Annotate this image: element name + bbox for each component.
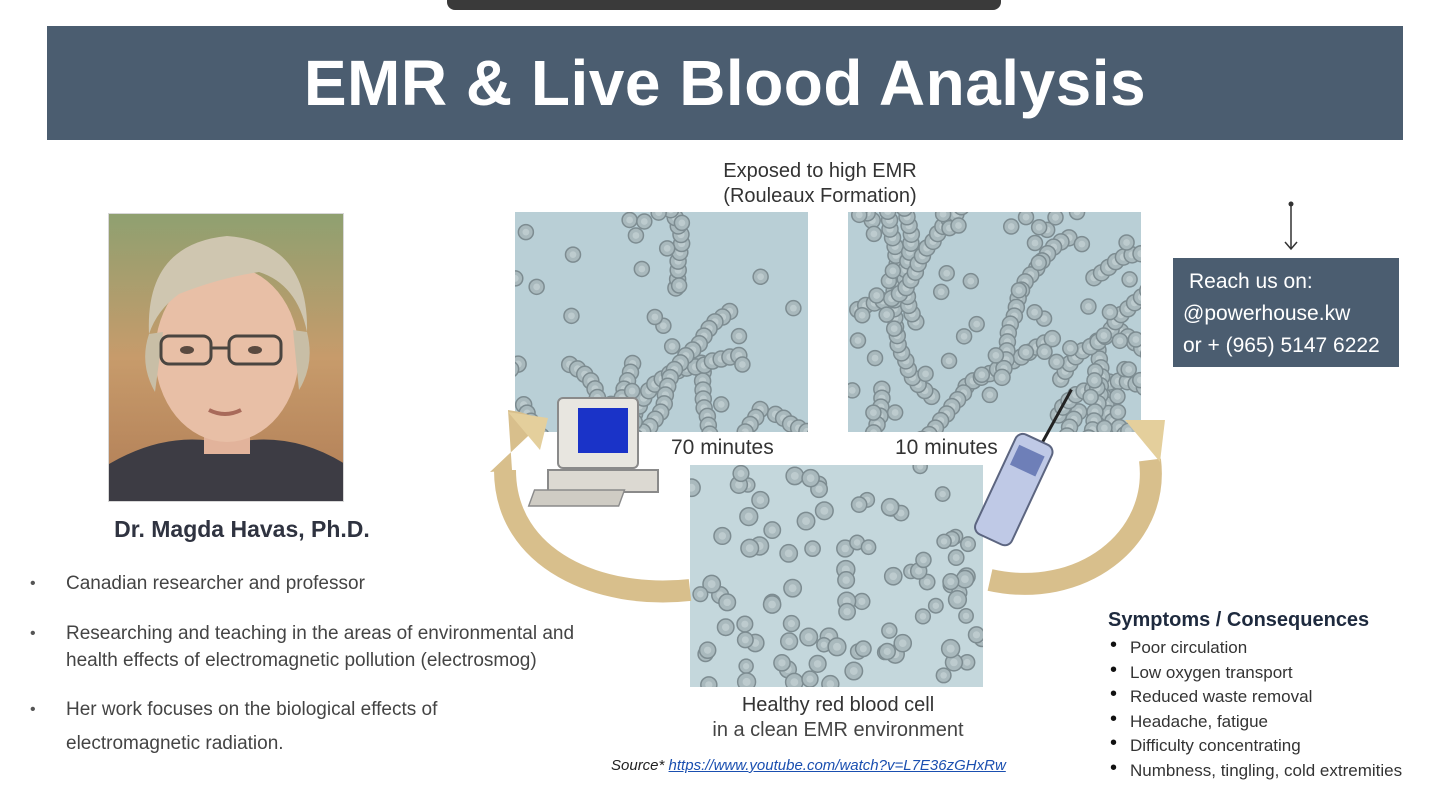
healthy-caption: Healthy red blood cell in a clean EMR en… — [712, 694, 964, 741]
curved-arrow-right-icon — [987, 420, 1165, 595]
screen-share-bar — [447, 0, 1001, 10]
time-label-right: 10 minutes — [891, 436, 1002, 460]
exposed-caption: Exposed to high EMR (Rouleaux Formation) — [723, 160, 917, 207]
curved-arrow-left-icon — [490, 410, 692, 603]
symptom-item: Low oxygen transport — [1108, 658, 1443, 686]
source-citation: Source* https://www.youtube.com/watch?v=… — [611, 757, 1006, 774]
symptoms-list: Poor circulation Low oxygen transport Re… — [1108, 633, 1443, 784]
symptom-item: Poor circulation — [1108, 633, 1443, 661]
source-link[interactable]: https://www.youtube.com/watch?v=L7E36zGH… — [668, 757, 1006, 774]
contact-phone: or + (965) 5147 6222 — [1183, 334, 1380, 357]
title-banner: EMR & Live Blood Analysis — [47, 26, 1403, 140]
bullet-item: Canadian researcher and professor — [30, 570, 610, 597]
portrait-photo — [108, 213, 344, 502]
time-label-left: 70 minutes — [667, 436, 778, 460]
bullet-item: Her work focuses on the biological effec… — [30, 693, 526, 761]
contact-handle: @powerhouse.kw — [1183, 302, 1351, 325]
symptoms-section: Symptoms / Consequences Poor circulation… — [1108, 609, 1443, 783]
down-arrow-icon — [1284, 201, 1298, 251]
micrograph-healthy — [690, 465, 983, 687]
bullet-item: Researching and teaching in the areas of… — [30, 620, 606, 674]
person-name: Dr. Magda Havas, Ph.D. — [114, 516, 370, 542]
symptom-item: Difficulty concentrating — [1108, 731, 1443, 759]
micrograph-70-minutes — [515, 212, 808, 432]
contact-box: Reach us on: @powerhouse.kw or + (965) 5… — [1173, 258, 1399, 367]
micrograph-10-minutes — [848, 212, 1141, 432]
symptom-item: Reduced waste removal — [1108, 682, 1443, 710]
contact-line-1: Reach us on: — [1189, 270, 1313, 293]
symptoms-heading: Symptoms / Consequences — [1108, 609, 1370, 631]
person-bullets: Canadian researcher and professor Resear… — [30, 570, 610, 761]
slide-title: EMR & Live Blood Analysis — [303, 47, 1147, 119]
symptom-item: Headache, fatigue — [1108, 707, 1443, 735]
symptom-item: Numbness, tingling, cold extremities — [1108, 756, 1443, 784]
